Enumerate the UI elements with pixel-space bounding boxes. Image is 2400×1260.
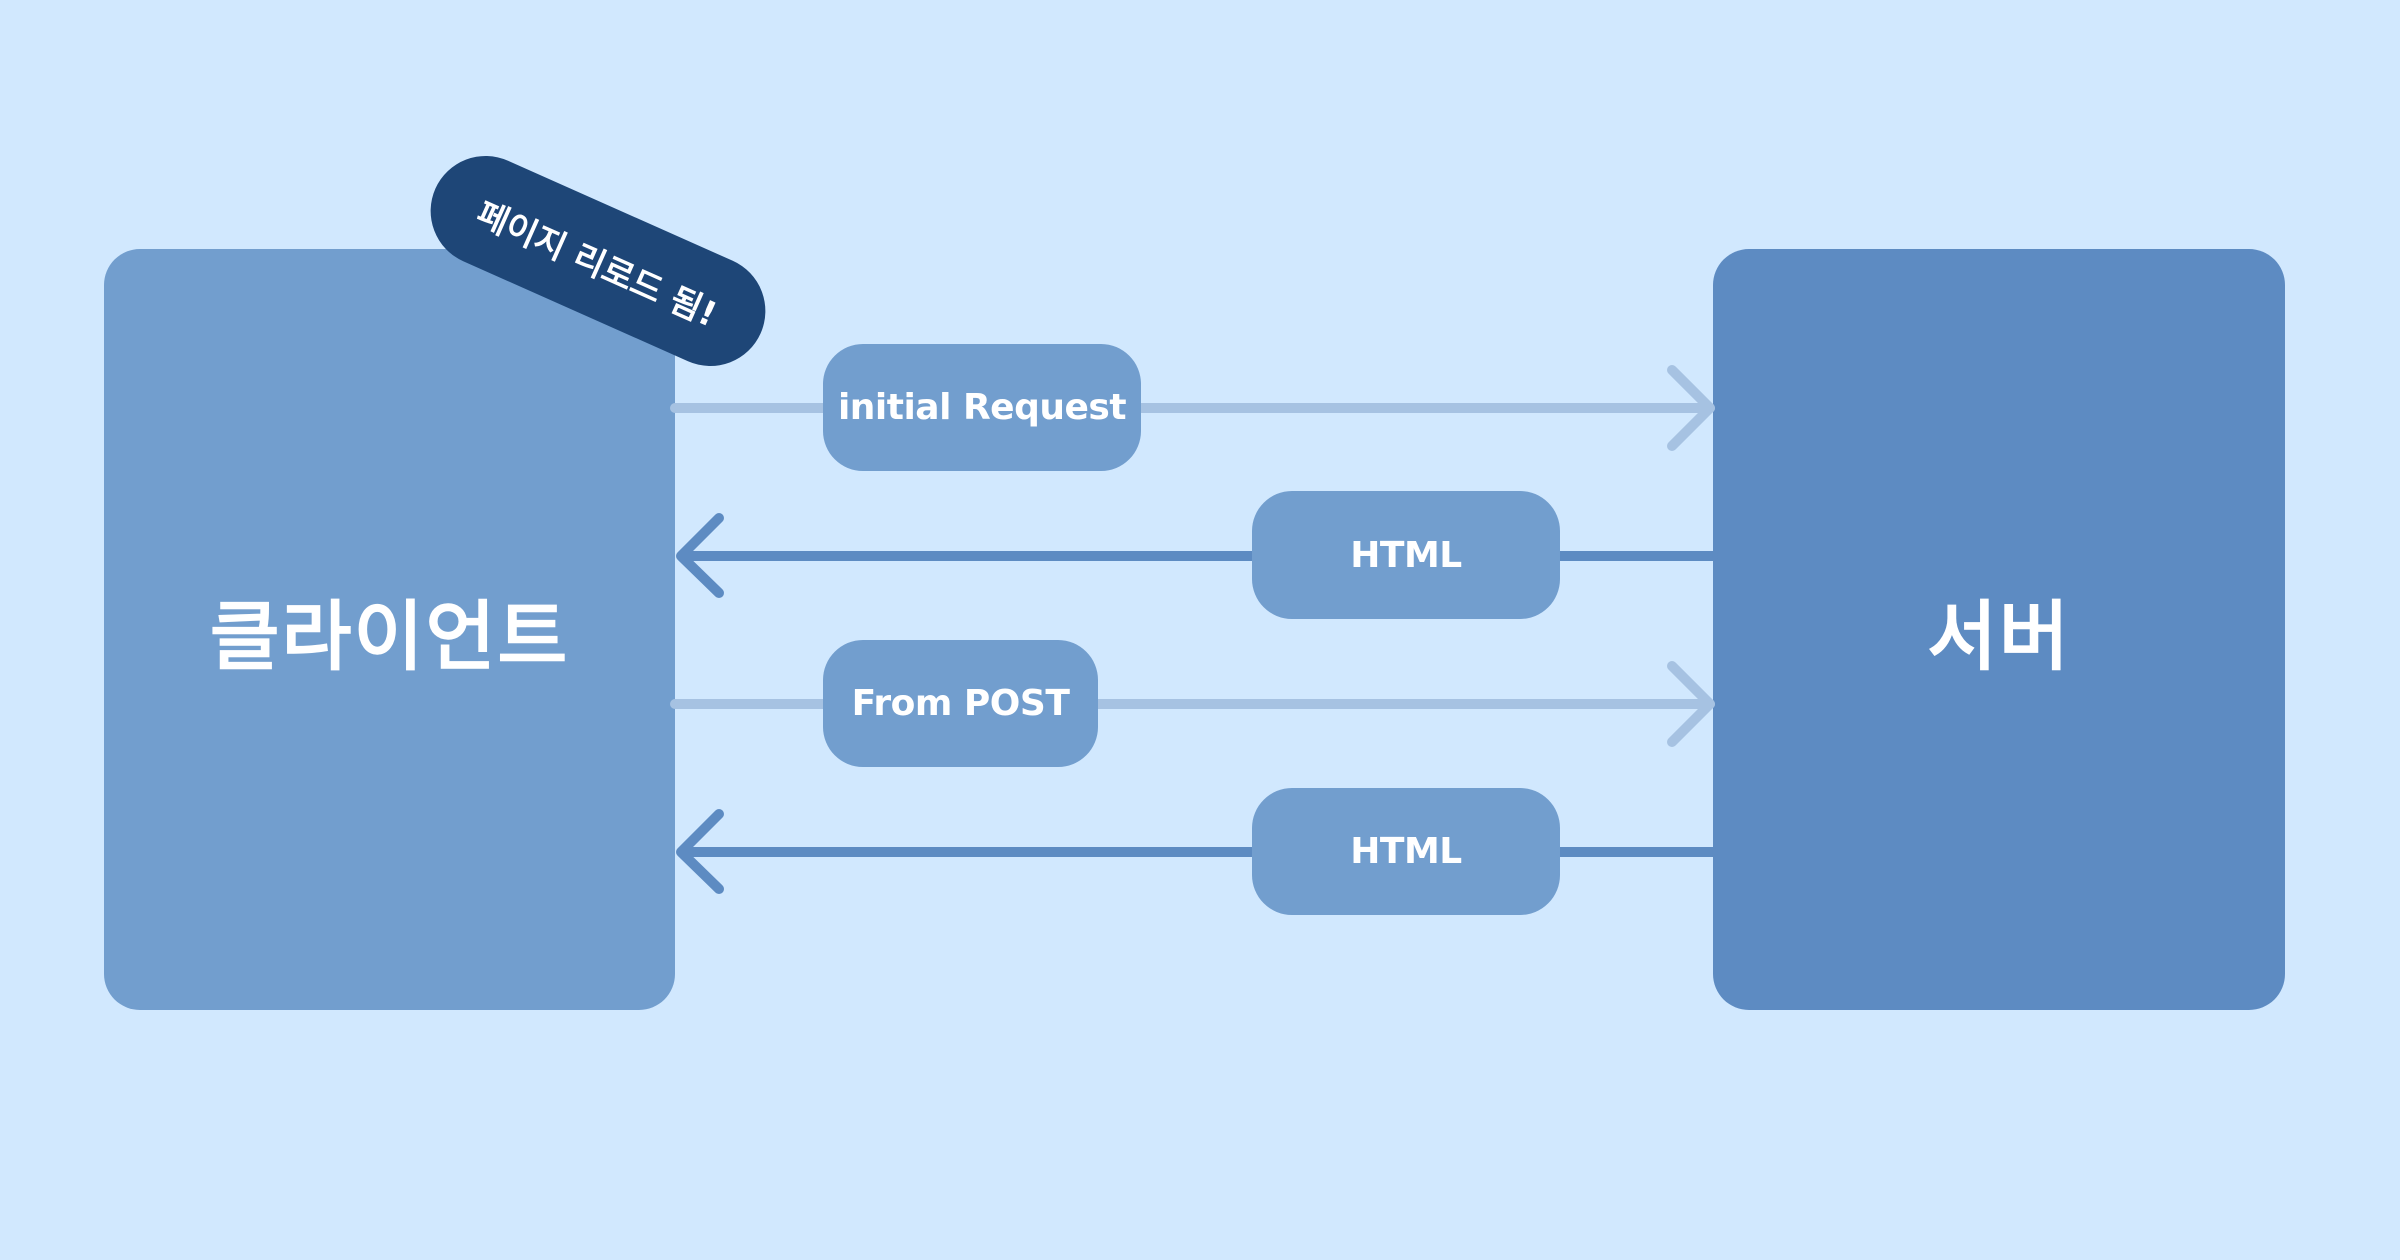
message-text: initial Request <box>837 387 1127 428</box>
message-label-form-post: From POST <box>823 640 1098 767</box>
message-text: From POST <box>851 683 1070 724</box>
message-text: HTML <box>1350 534 1462 576</box>
message-label-html-1: HTML <box>1252 491 1560 619</box>
server-label: 서버 <box>1927 591 2071 681</box>
message-label-html-2: HTML <box>1252 788 1560 915</box>
server-box: 서버 <box>1713 249 2285 1010</box>
message-label-initial-request: initial Request <box>823 344 1141 471</box>
client-box: 클라이언트 <box>104 249 675 1010</box>
client-label: 클라이언트 <box>209 591 570 681</box>
message-text: HTML <box>1350 831 1462 872</box>
